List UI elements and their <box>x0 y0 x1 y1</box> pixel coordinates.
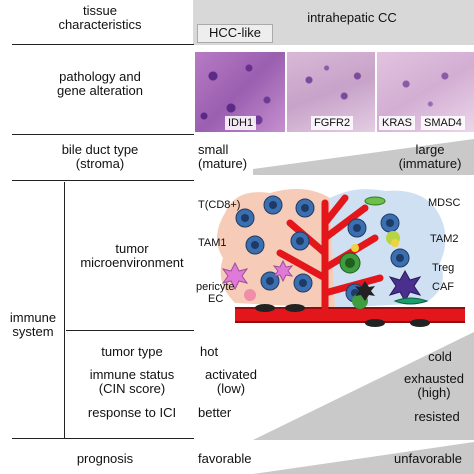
immune-status-left-line1: activated <box>204 367 258 382</box>
endothelial-cell <box>255 304 275 312</box>
panel-label-smad4: SMAD4 <box>421 116 465 130</box>
immune-status-right: exhausted (high) <box>396 372 472 400</box>
bile-duct-label-line2: (stroma) <box>75 156 125 171</box>
treg-cell <box>355 281 375 301</box>
ec-label: EC <box>208 293 224 305</box>
treg-label: Treg <box>432 262 455 274</box>
tumor-type-right: cold <box>428 349 452 364</box>
immune-status-left-line2: (low) <box>216 381 246 396</box>
tumor-cells <box>235 195 410 303</box>
bile-duct-left-line1: small <box>198 142 229 157</box>
ici-left: better <box>198 405 232 420</box>
tam2-label: TAM2 <box>430 233 459 245</box>
histology-panel-kras-smad4: KRAS SMAD4 <box>377 52 474 132</box>
immune-bracket-line <box>64 182 65 438</box>
pericyte-label: pericyte <box>196 281 235 293</box>
ici-label: response to ICI <box>87 405 177 420</box>
immune-label-line2: system <box>12 324 54 339</box>
endothelial-cell <box>365 319 385 327</box>
immune-status-right-line2: (high) <box>417 385 451 400</box>
immune-system-label: immune system <box>4 311 62 339</box>
divider-4 <box>66 330 194 331</box>
caf-label: CAF <box>432 281 454 293</box>
immune-status-label: immune status (CIN score) <box>72 368 192 396</box>
prognosis-label: prognosis <box>76 451 134 466</box>
tcd8-label: T(CD8+) <box>198 199 241 211</box>
histology-panel-hcc: IDH1 <box>195 52 285 132</box>
tme-label-line1: tumor <box>115 241 149 256</box>
bile-duct-wedge <box>253 139 474 175</box>
ici-right: resisted <box>414 409 460 424</box>
tumor-type-left: hot <box>200 344 219 359</box>
panel-label-kras: KRAS <box>379 116 415 130</box>
bile-duct-right-line2: (immature) <box>398 156 462 171</box>
divider-3 <box>12 180 194 181</box>
prognosis-left: favorable <box>198 451 252 466</box>
hcc-like-box <box>197 24 273 43</box>
tme-label-line2: microenvironment <box>80 255 184 270</box>
prognosis-right: unfavorable <box>394 451 462 466</box>
mdsc-cell <box>364 196 386 206</box>
tam1-cells <box>221 259 294 291</box>
bile-duct-label-line1: bile duct type <box>61 142 139 157</box>
divider-1 <box>12 44 194 45</box>
caf-cell <box>393 297 429 305</box>
tme-illustration <box>216 189 465 327</box>
bile-duct-left: small (mature) <box>198 143 258 171</box>
panel-label-fgfr2: FGFR2 <box>311 116 354 130</box>
endothelial-cell <box>285 304 305 312</box>
prognosis-wedge <box>253 442 474 474</box>
histology-panel-fgfr2: FGFR2 <box>287 52 375 132</box>
bile-duct-left-line2: (mature) <box>198 156 248 171</box>
endothelial-cell <box>410 319 430 327</box>
tme-label: tumor microenvironment <box>72 242 192 270</box>
immune-status-right-line1: exhausted <box>404 371 464 386</box>
pathology-label-line2: gene alteration <box>56 83 143 98</box>
tissue-row-label: tissue characteristics <box>30 4 170 32</box>
tissue-label-line2: characteristics <box>58 17 142 32</box>
intrahepatic-cc-label: intrahepatic CC <box>307 10 397 25</box>
divider-5 <box>12 438 194 439</box>
immune-wedge <box>253 332 474 440</box>
panel-label-idh1: IDH1 <box>225 116 257 130</box>
tam1-label: TAM1 <box>198 237 227 249</box>
immune-status-line1: immune status <box>89 367 175 382</box>
bile-duct-right: large (immature) <box>390 143 470 171</box>
hcc-like-label: HCC-like <box>209 25 261 40</box>
tissue-label-line1: tissue <box>83 3 117 18</box>
pathology-label-line1: pathology and <box>59 69 141 84</box>
immune-status-line2: (CIN score) <box>98 381 166 396</box>
tumor-type-label: tumor type <box>101 344 163 359</box>
pathology-row-label: pathology and gene alteration <box>30 70 170 98</box>
bile-duct-row-label: bile duct type (stroma) <box>30 143 170 171</box>
immune-label-line1: immune <box>9 310 57 325</box>
immune-status-left: activated (low) <box>196 368 266 396</box>
mdsc-label: MDSC <box>428 197 461 209</box>
divider-2 <box>12 134 194 135</box>
bile-duct-right-line1: large <box>415 142 445 157</box>
green-cells <box>339 231 400 309</box>
